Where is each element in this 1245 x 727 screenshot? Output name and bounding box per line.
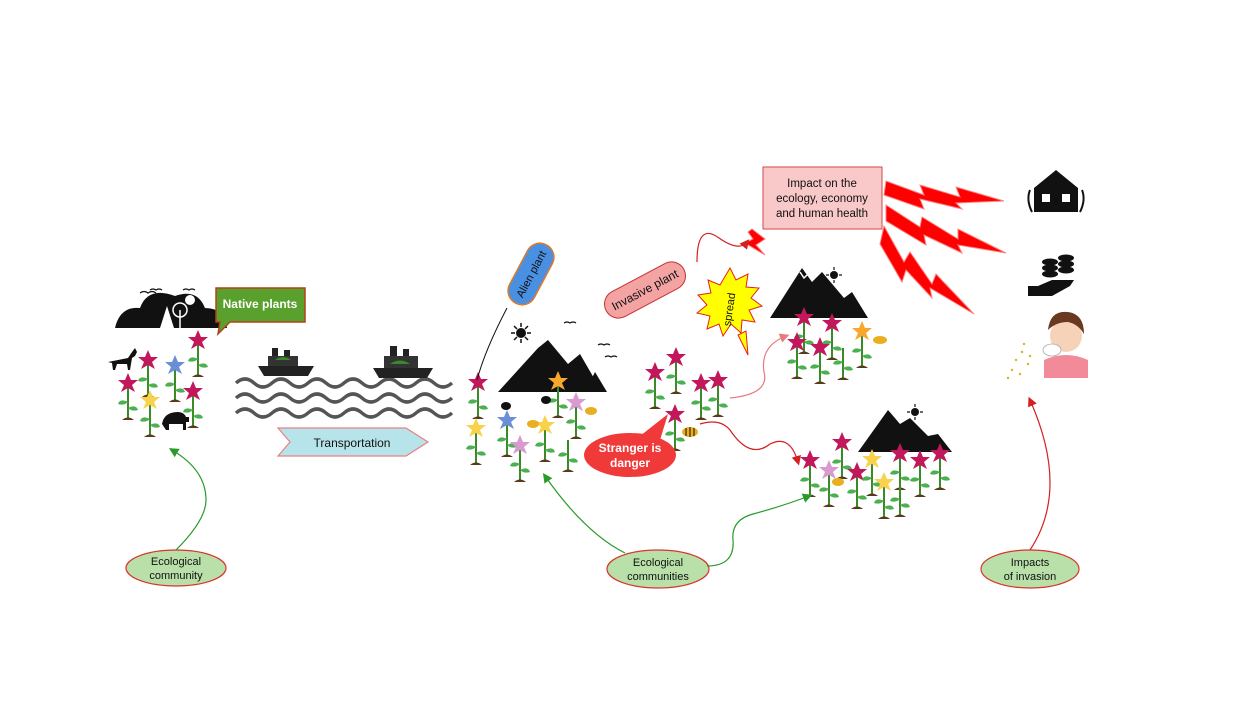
sun-icon: [511, 323, 531, 343]
impacts-line2: of invasion: [1004, 571, 1057, 583]
upper-invaded-community: [770, 267, 887, 385]
native-plants-callout: Native plants: [215, 287, 306, 337]
sun-icon: [826, 267, 842, 283]
stranger-danger-bubble: Stranger is danger: [584, 414, 676, 477]
beetle-icon: [501, 396, 551, 410]
bee-icon: [527, 407, 597, 428]
invasive-plant-bubble: Invasive plant: [604, 261, 686, 319]
impact-line3: and human health: [776, 208, 868, 220]
ecological-community-ellipse: Ecological community: [125, 549, 227, 587]
bee-icon: [832, 478, 844, 486]
house-icon: [1027, 170, 1085, 213]
connector-arrows: [168, 232, 1051, 567]
impacts-of-invasion-ellipse: Impacts of invasion: [980, 549, 1080, 589]
ship-icon: [373, 346, 433, 378]
stranger-line1: Stranger is: [599, 441, 662, 455]
bee-icon: [682, 427, 698, 437]
lightning-bolts: [743, 180, 1007, 315]
bee-icon: [873, 336, 887, 344]
sneezing-person-icon: [1006, 311, 1088, 380]
ship-icon: [258, 348, 314, 376]
lower-invaded-community: [799, 404, 952, 520]
sea-waves: [234, 377, 454, 419]
native-plants-label: Native plants: [223, 297, 298, 311]
coins-hand-icon: [1028, 254, 1074, 296]
ecological-communities-ellipse: Ecological communities: [606, 549, 710, 589]
impacts-line1: Impacts: [1011, 557, 1050, 569]
eco-community-line1: Ecological: [151, 556, 201, 568]
goat-icon: [108, 348, 137, 370]
impact-line1: Impact on the: [787, 178, 857, 190]
island-illustration: [498, 321, 618, 392]
impact-line2: ecology, economy: [776, 193, 868, 205]
invasive-flowers: [644, 347, 729, 452]
spread-label: spread: [722, 292, 739, 327]
eco-communities-line1: Ecological: [633, 557, 683, 569]
transportation-arrow: Transportation: [276, 427, 430, 457]
eco-communities-line2: communities: [627, 571, 689, 583]
stranger-line2: danger: [610, 456, 650, 470]
transportation-label: Transportation: [314, 436, 391, 450]
impact-box: Impact on the ecology, economy and human…: [762, 166, 883, 230]
eco-community-line2: community: [149, 570, 203, 582]
bear-icon: [162, 412, 189, 430]
mixed-community-flowers: [465, 371, 597, 483]
sun-icon: [907, 404, 923, 420]
alien-plant-bubble: Alien plant: [476, 242, 555, 381]
spread-burst: spread: [695, 266, 764, 356]
native-community-illustration: [108, 288, 227, 438]
